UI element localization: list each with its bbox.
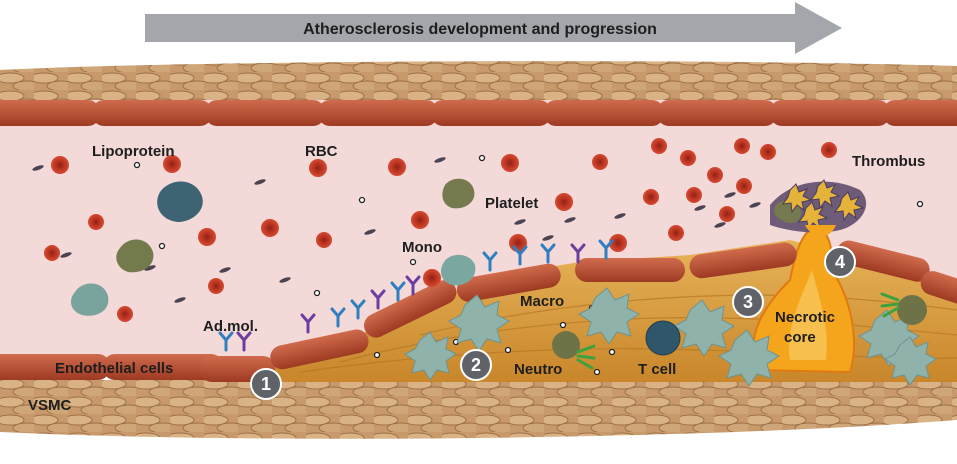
svg-text:1: 1 xyxy=(261,374,271,394)
stage-badge-4: 4 xyxy=(824,246,856,278)
lumen-leukocytes xyxy=(70,178,476,316)
progression-arrow: Atherosclerosis development and progress… xyxy=(145,2,842,54)
label-thrombus: Thrombus xyxy=(852,153,925,170)
label-platelet: Platelet xyxy=(485,195,538,212)
label-lipoprotein: Lipoprotein xyxy=(92,143,175,160)
label-t-cell: T cell xyxy=(638,361,676,378)
label-rbc: RBC xyxy=(305,143,338,160)
label-neutro: Neutro xyxy=(514,361,562,378)
lower-vessel-wall xyxy=(0,380,957,439)
stage-badge-2: 2 xyxy=(460,349,492,381)
stage-badge-1: 1 xyxy=(250,368,282,400)
label-vsmc: VSMC xyxy=(28,397,72,414)
macrophages xyxy=(404,287,937,387)
label-necrotic: Necrotic xyxy=(775,309,835,326)
t-cell xyxy=(645,320,681,356)
thrombus-cluster xyxy=(770,179,867,237)
svg-text:2: 2 xyxy=(471,355,481,375)
stage-badge-3: 3 xyxy=(732,286,764,318)
adhesion-molecules xyxy=(218,239,614,352)
upper-endothelium xyxy=(0,100,957,126)
label-mono: Mono xyxy=(402,239,442,256)
red-blood-cells xyxy=(44,138,837,322)
arrow-title: Atherosclerosis development and progress… xyxy=(303,21,657,38)
svg-text:3: 3 xyxy=(743,292,753,312)
upper-vessel-wall xyxy=(0,61,957,100)
label-macro: Macro xyxy=(520,293,564,310)
lower-endothelium xyxy=(0,240,957,382)
platelets xyxy=(32,157,761,303)
label-ad-mol: Ad.mol. xyxy=(203,318,258,335)
label-endothelial: Endothelial cells xyxy=(55,360,173,377)
svg-text:4: 4 xyxy=(835,252,845,272)
neutrophils xyxy=(552,292,927,370)
label-core: core xyxy=(784,329,816,346)
